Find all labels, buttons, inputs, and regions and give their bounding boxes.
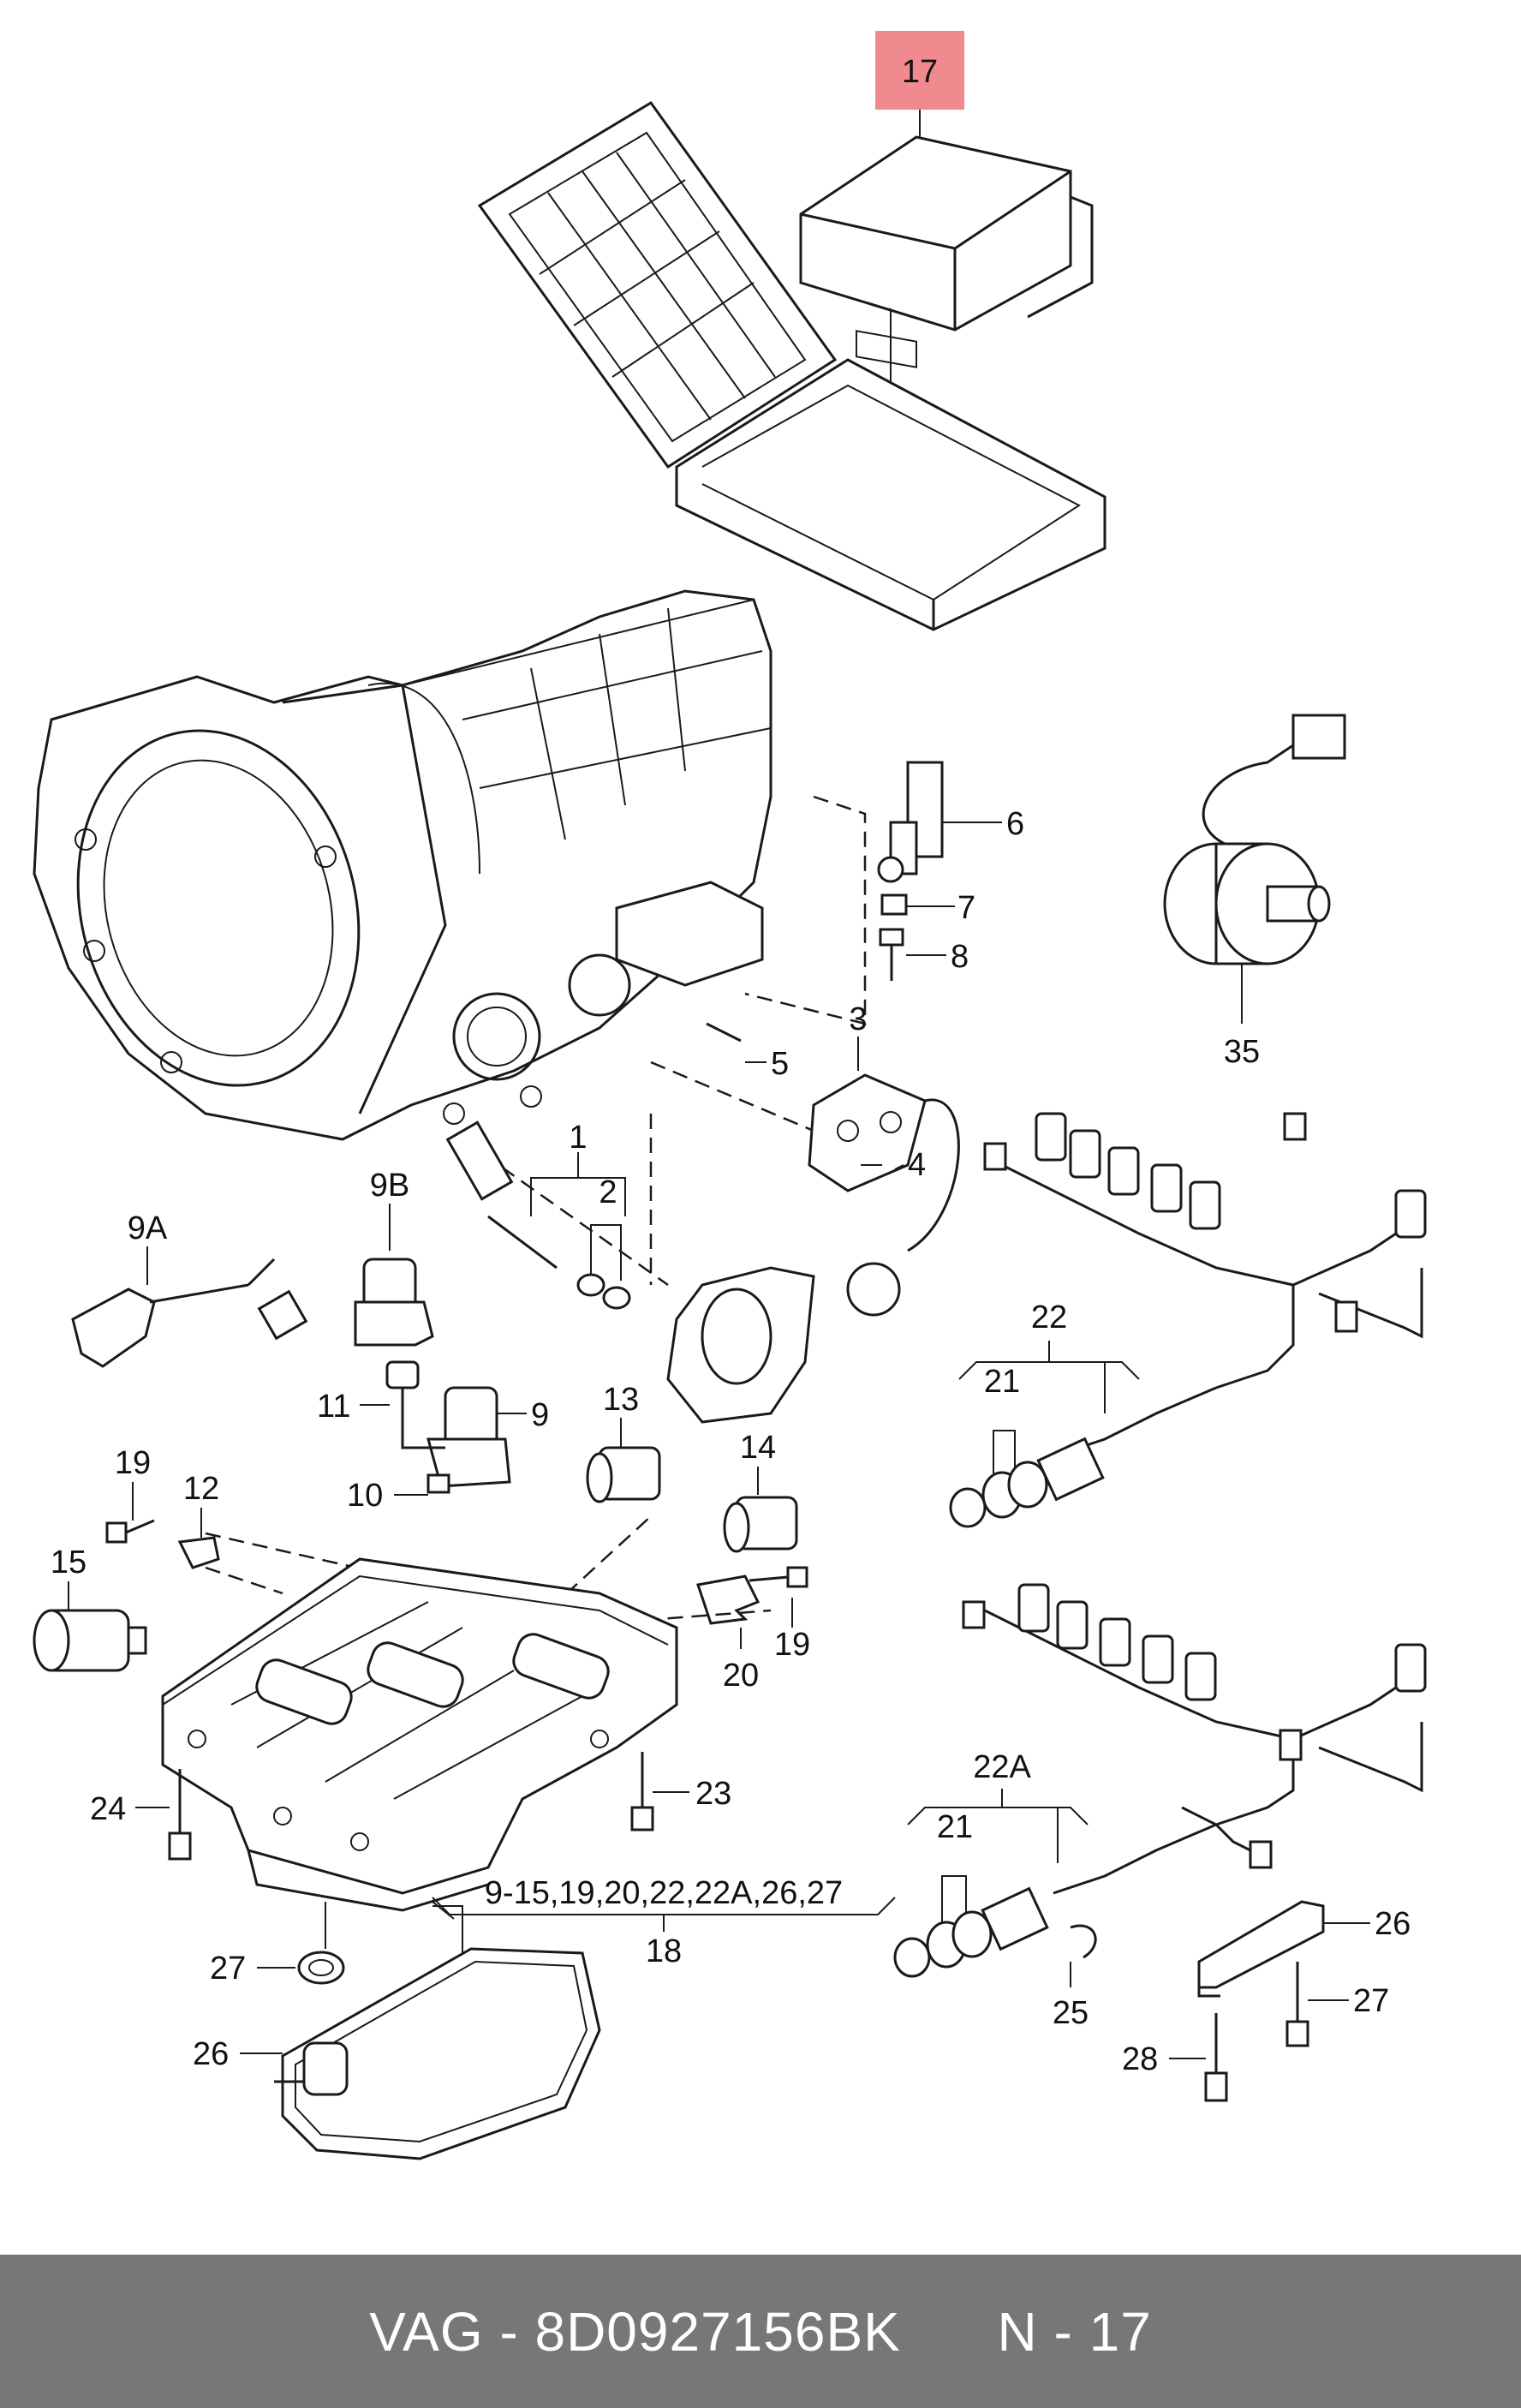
control-unit bbox=[799, 135, 1094, 368]
callout-21-top[interactable]: 21 bbox=[984, 1364, 1020, 1400]
solenoid-9B bbox=[354, 1258, 434, 1347]
cover-plate bbox=[666, 1266, 815, 1424]
sensor-6 bbox=[877, 761, 944, 883]
bolt-23 bbox=[630, 1752, 654, 1831]
callout-21-bottom[interactable]: 21 bbox=[937, 1809, 973, 1845]
callout-22A[interactable]: 22A bbox=[973, 1749, 1031, 1785]
wiring-harness-22A bbox=[962, 1583, 1427, 1895]
solenoid-13 bbox=[586, 1446, 661, 1503]
strainer-26 bbox=[274, 1947, 601, 2160]
callout-17[interactable]: 17 bbox=[902, 54, 938, 90]
connector-22 bbox=[949, 1437, 1105, 1528]
callout-18[interactable]: 18 bbox=[646, 1933, 682, 1969]
solenoid-14 bbox=[723, 1496, 798, 1553]
bolt-11 bbox=[385, 1360, 420, 1439]
footer-brand: VAG bbox=[369, 2300, 484, 2363]
callout-14[interactable]: 14 bbox=[740, 1430, 776, 1466]
callout-19-right[interactable]: 19 bbox=[774, 1627, 810, 1663]
callout-27-left[interactable]: 27 bbox=[210, 1951, 246, 1987]
callout-2[interactable]: 2 bbox=[599, 1174, 617, 1210]
callout-1[interactable]: 1 bbox=[569, 1120, 587, 1156]
callout-6[interactable]: 6 bbox=[1006, 806, 1024, 842]
sensor-9A bbox=[71, 1258, 308, 1368]
callout-17-highlight bbox=[875, 31, 964, 110]
callout-4[interactable]: 4 bbox=[908, 1147, 926, 1183]
callout-9B[interactable]: 9B bbox=[370, 1168, 409, 1204]
callout-3[interactable]: 3 bbox=[849, 1001, 867, 1037]
callout-8[interactable]: 8 bbox=[951, 939, 969, 975]
bolt-28 bbox=[1204, 2013, 1228, 2102]
callout-24[interactable]: 24 bbox=[90, 1791, 126, 1827]
solenoid-1 bbox=[445, 1120, 631, 1310]
callout-13[interactable]: 13 bbox=[603, 1382, 639, 1418]
solenoid-15 bbox=[33, 1609, 147, 1672]
callout-12[interactable]: 12 bbox=[183, 1471, 219, 1507]
footer-part-number: 8D0927156BK bbox=[534, 2300, 901, 2363]
connector-22A bbox=[893, 1886, 1049, 1978]
callout-range[interactable]: 9-15,19,20,22,22A,26,27 bbox=[485, 1875, 843, 1911]
bolt-27 bbox=[1285, 1962, 1309, 2047]
bolt-8 bbox=[879, 928, 904, 981]
bracket-26 bbox=[1197, 1900, 1325, 1998]
callout-9[interactable]: 9 bbox=[531, 1397, 549, 1433]
callout-7[interactable]: 7 bbox=[957, 890, 975, 926]
footer-ref: N - 17 bbox=[997, 2300, 1152, 2363]
callout-9A[interactable]: 9A bbox=[128, 1210, 168, 1246]
transmission-housing bbox=[33, 589, 772, 1141]
callout-15[interactable]: 15 bbox=[51, 1545, 86, 1580]
callout-28[interactable]: 28 bbox=[1122, 2041, 1158, 2077]
footer-bar: VAG - 8D0927156BK N - 17 bbox=[0, 2255, 1521, 2408]
callout-26-left[interactable]: 26 bbox=[193, 2036, 229, 2072]
callout-27-right[interactable]: 27 bbox=[1353, 1983, 1389, 2019]
parts-diagram: 17 bbox=[33, 31, 1427, 2160]
callout-35[interactable]: 35 bbox=[1224, 1034, 1260, 1070]
callout-10[interactable]: 10 bbox=[347, 1478, 383, 1514]
callout-23[interactable]: 23 bbox=[695, 1776, 731, 1812]
ecu-housing bbox=[477, 101, 1106, 631]
solenoid-9 bbox=[401, 1386, 511, 1488]
callout-25[interactable]: 25 bbox=[1053, 1995, 1089, 2031]
callout-22[interactable]: 22 bbox=[1031, 1300, 1067, 1335]
bolt-19 bbox=[105, 1519, 155, 1544]
callout-20[interactable]: 20 bbox=[723, 1658, 759, 1694]
sensor-3 bbox=[808, 1073, 960, 1317]
bolt-19b bbox=[749, 1566, 808, 1588]
callout-26-right[interactable]: 26 bbox=[1375, 1906, 1411, 1942]
footer-separator: - bbox=[483, 2300, 535, 2363]
callout-5[interactable]: 5 bbox=[771, 1046, 789, 1082]
bolt-24 bbox=[168, 1769, 192, 1861]
footer-gap bbox=[901, 2300, 998, 2363]
component-35 bbox=[1163, 714, 1346, 965]
callout-11[interactable]: 11 bbox=[317, 1389, 350, 1425]
callout-19-top[interactable]: 19 bbox=[115, 1445, 151, 1481]
valve-body bbox=[161, 1557, 678, 1912]
wiring-harness-22 bbox=[983, 1112, 1427, 1458]
